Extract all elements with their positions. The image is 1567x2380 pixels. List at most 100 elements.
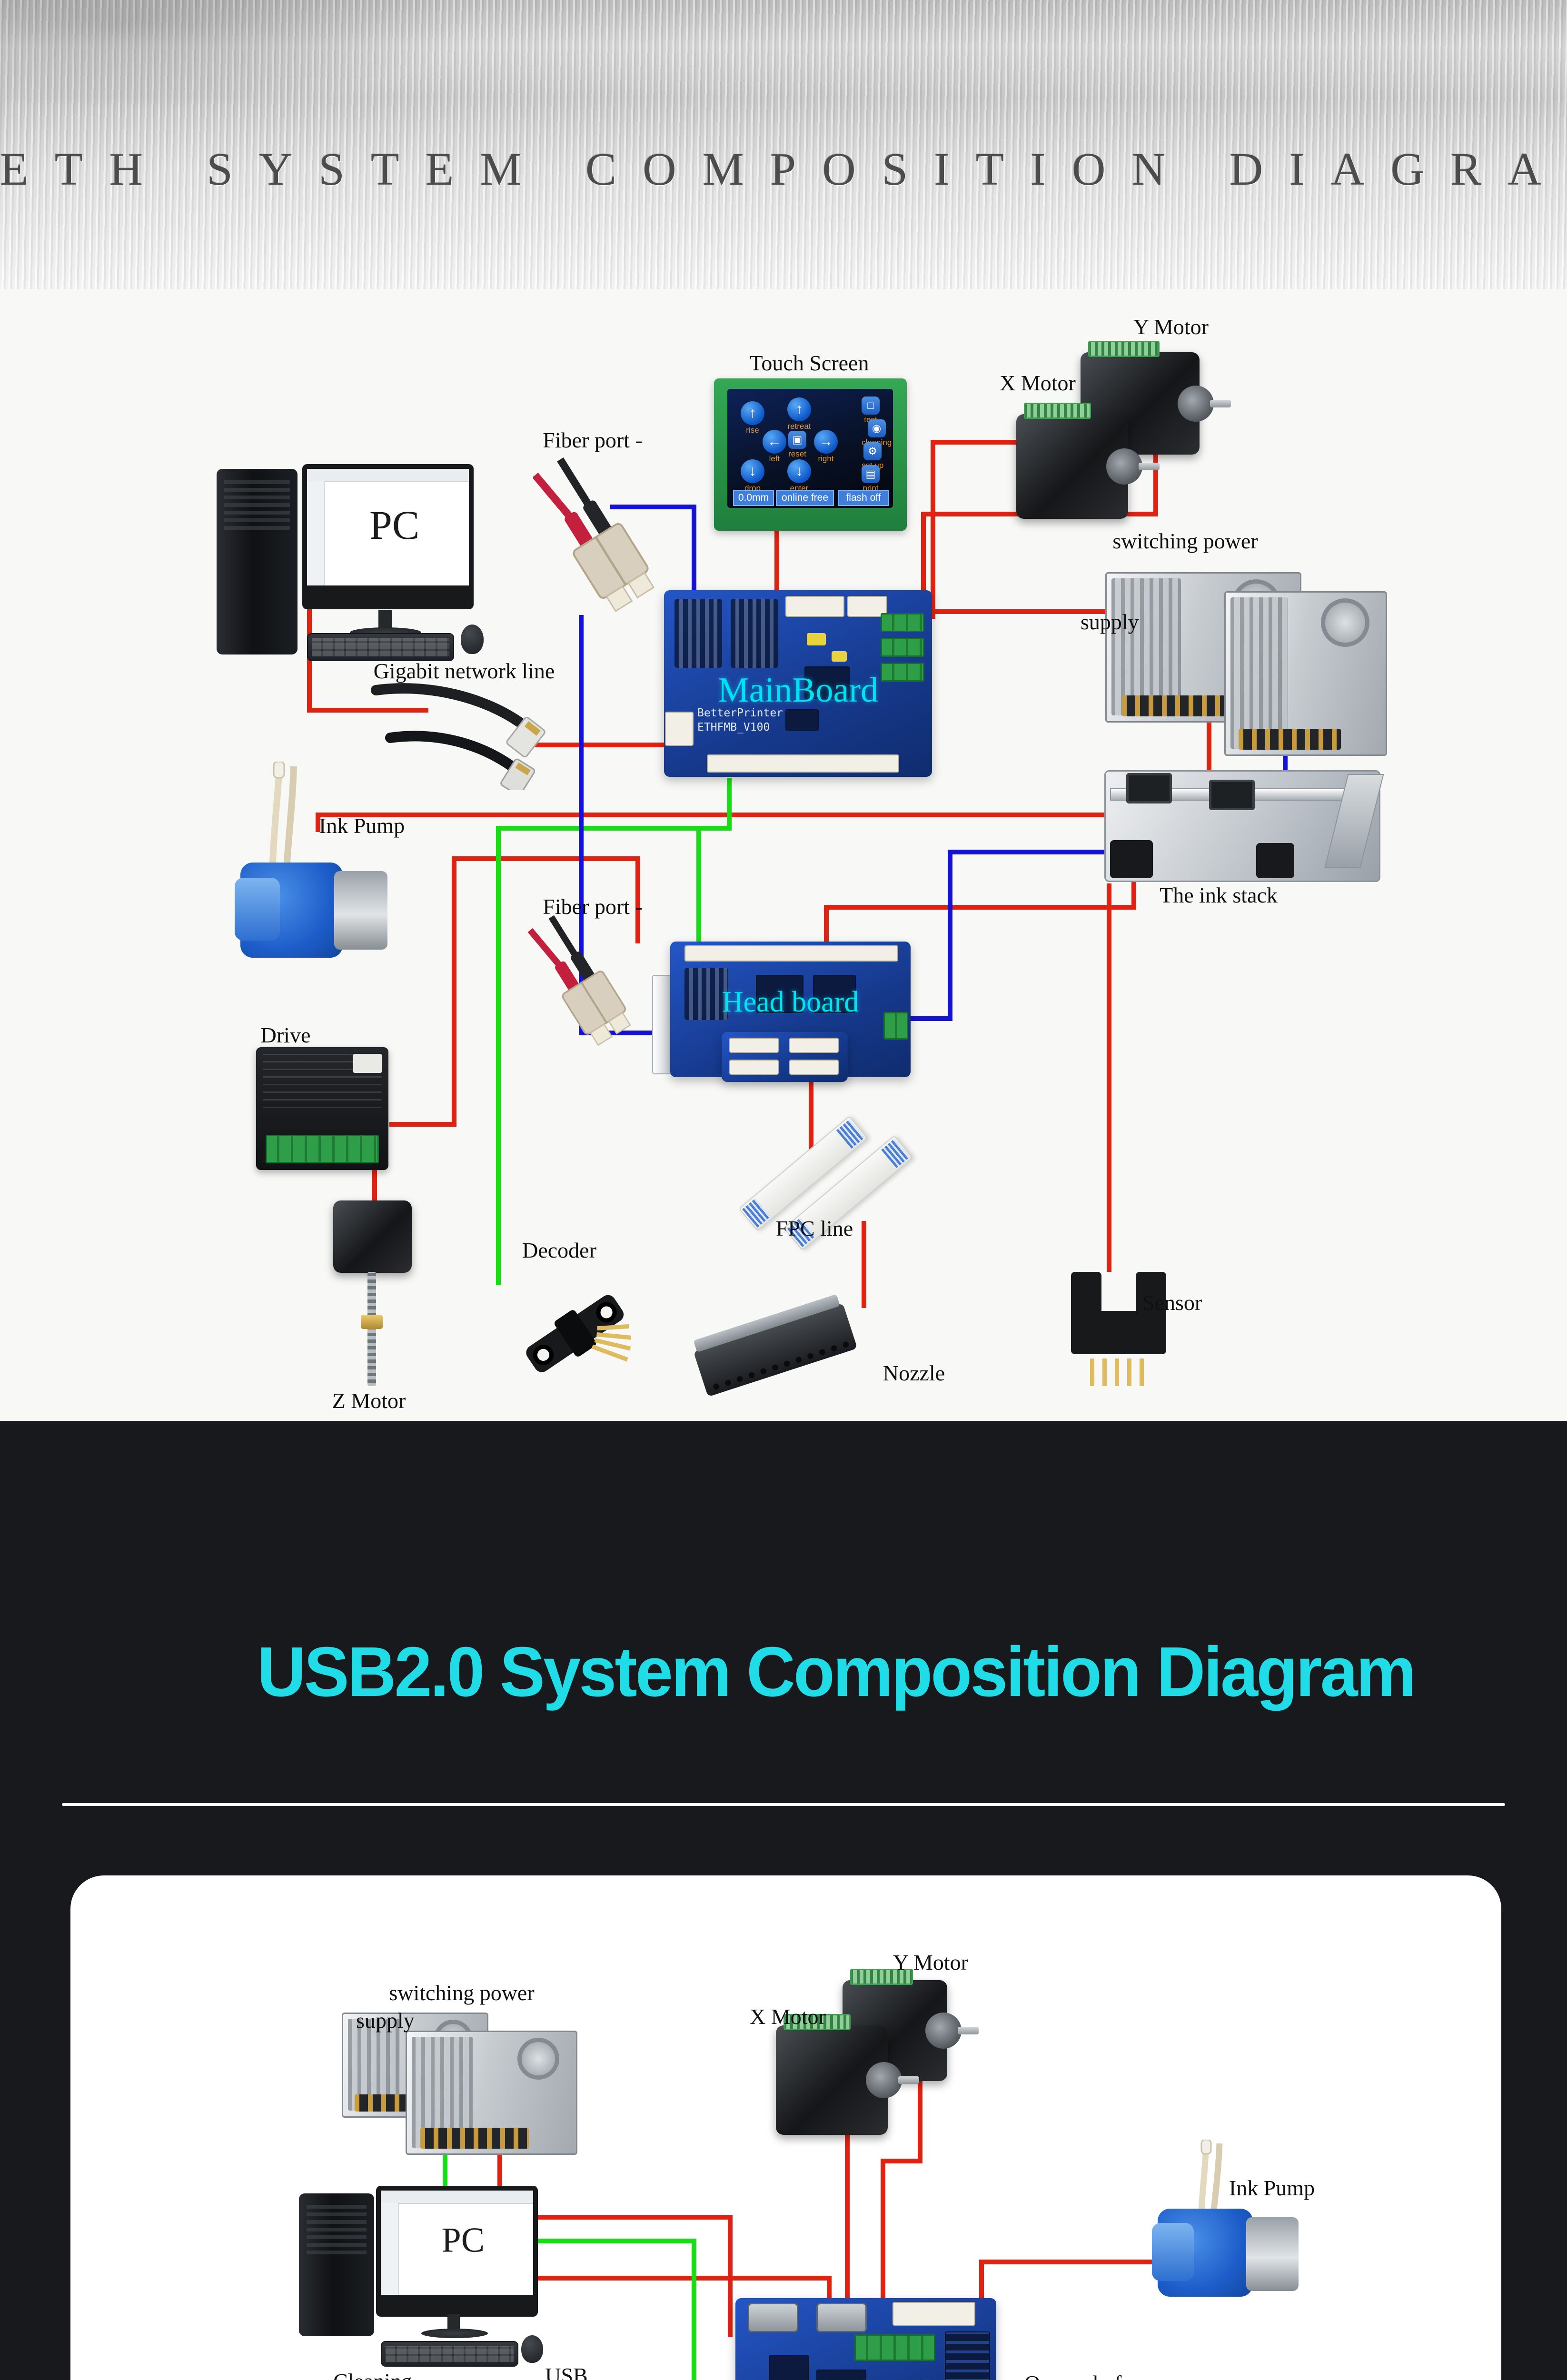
lead-screw <box>367 1272 376 1386</box>
mainboard-title: MainBoard <box>717 671 879 710</box>
software-sidebar <box>381 2203 399 2295</box>
pump-motor <box>334 871 387 950</box>
reset-icon: ▣ <box>788 431 806 449</box>
keyboard-keys <box>312 638 449 656</box>
drive-label: Drive <box>260 1023 311 1047</box>
fiber-connector-mid <box>527 915 631 1046</box>
motor-shaft <box>898 2076 919 2084</box>
green-terminal <box>881 638 924 657</box>
pump-motor <box>1246 2217 1299 2291</box>
stack-motor <box>1110 840 1153 878</box>
psu2-label-line1: switching power <box>389 1981 535 2005</box>
power-supply-front <box>1224 591 1387 756</box>
fpc-slot <box>729 1038 779 1053</box>
capacitor <box>832 651 847 662</box>
ic-chip <box>756 975 803 1013</box>
arrow-down-icon: ↓ <box>741 459 764 483</box>
ts-btn-drop: ↓ drop <box>741 459 764 493</box>
green-terminal <box>881 613 924 632</box>
tower-vents <box>224 477 290 530</box>
psu-terminals <box>420 2128 529 2149</box>
pc-monitor: PC <box>376 2186 538 2317</box>
arrow-right-icon: → <box>814 430 838 454</box>
pc-screen: PC <box>381 2191 533 2295</box>
mouse <box>461 625 484 654</box>
motor-shaft <box>1210 399 1231 407</box>
green-terminal <box>266 1135 379 1163</box>
motor-face <box>1106 448 1142 485</box>
eth-banner-title: ETH SYSTEM COMPOSITION DIAGRAM <box>0 144 1567 195</box>
ink-pump <box>235 863 343 958</box>
motor-terminal <box>1088 341 1160 357</box>
power-supply-front <box>406 2031 577 2155</box>
motor-shaft <box>1139 463 1160 470</box>
drive-sticker <box>353 1054 382 1073</box>
ymotor2-label: Y Motor <box>893 1950 969 1974</box>
ts-btn-right-label: right <box>818 454 834 463</box>
arrow-down-icon: ↓ <box>787 459 811 483</box>
ts-btn-right: → right <box>814 430 838 464</box>
psu-grille <box>1111 578 1181 715</box>
sensor-body <box>1071 1310 1166 1354</box>
usb-label: USB <box>545 2363 588 2380</box>
touchscreen-display: ↑ rise ↑ retreat ← left ▣ reset → right … <box>727 389 893 508</box>
ts-btn-rise-label: rise <box>746 426 759 435</box>
psu-terminals <box>1238 729 1341 750</box>
fpc-slot <box>789 1060 839 1075</box>
mouse <box>521 2335 543 2363</box>
zmotor-label: Z Motor <box>332 1388 406 1413</box>
psu-label-line1: switching power <box>1112 529 1258 553</box>
test-icon: □ <box>862 397 880 415</box>
capacitor <box>807 633 826 645</box>
motor-terminal <box>850 1969 913 1985</box>
keyboard <box>381 2341 518 2367</box>
ymotor-label: Y Motor <box>1133 315 1209 339</box>
monitor-stand <box>378 610 392 629</box>
ts-btn-enter: ↓ enter <box>787 459 811 493</box>
ts-btn-left: ← left <box>763 430 786 464</box>
gigabit-label: Gigabit network line <box>373 659 555 683</box>
ts-btn-left-label: left <box>769 454 780 463</box>
inkstack-label: The ink stack <box>1160 883 1278 907</box>
inkpump-tubes <box>1198 2140 1223 2211</box>
motor-face <box>925 2013 962 2049</box>
xmotor-label: X Motor <box>1000 371 1076 395</box>
ic-chip <box>804 666 850 699</box>
fpc-label: FPC line <box>775 1216 853 1240</box>
touchscreen: ↑ rise ↑ retreat ← left ▣ reset → right … <box>714 378 907 531</box>
software-sidebar <box>307 481 325 586</box>
white-connector <box>893 2302 975 2326</box>
green-terminal <box>883 1012 908 1040</box>
touchscreen-label: Touch Screen <box>749 351 869 375</box>
psu-fan <box>1321 598 1370 647</box>
fiber-module <box>674 599 722 668</box>
software-toolbar <box>381 2191 533 2204</box>
motor-face <box>866 2062 902 2098</box>
keyboard <box>307 633 454 661</box>
ink-stack <box>1104 770 1384 882</box>
ts-btn-reset-label: reset <box>788 449 806 458</box>
stack-motor <box>1256 843 1294 878</box>
fpc-slot <box>789 1038 839 1053</box>
z-motor <box>333 1200 412 1273</box>
motor-shaft <box>958 2027 979 2034</box>
sensor-label: Sensor <box>1142 1290 1202 1315</box>
ts-btn-rise: ↑ rise <box>741 401 764 435</box>
cap-station <box>1209 780 1255 810</box>
mainboard-silkscreen-2: ETHFMB_V100 <box>697 721 770 734</box>
ethernet-cables <box>371 683 545 790</box>
pump-head <box>235 878 280 941</box>
white-connector <box>785 596 844 617</box>
psu2-label-line2: supply <box>356 2008 415 2033</box>
motor-face <box>1178 385 1214 422</box>
ts-btn-test: □ test <box>862 397 880 425</box>
ink-pump <box>1152 2209 1253 2297</box>
white-connector-row <box>684 945 898 962</box>
section-divider-line <box>62 1803 1505 1806</box>
cap-station <box>1126 773 1172 803</box>
usb-section-title: USB2.0 System Composition Diagram <box>257 1633 1416 1711</box>
ts-btn-print: ▤ print <box>862 465 880 493</box>
pc-tower <box>217 469 298 654</box>
driver-transistors <box>945 2331 990 2380</box>
